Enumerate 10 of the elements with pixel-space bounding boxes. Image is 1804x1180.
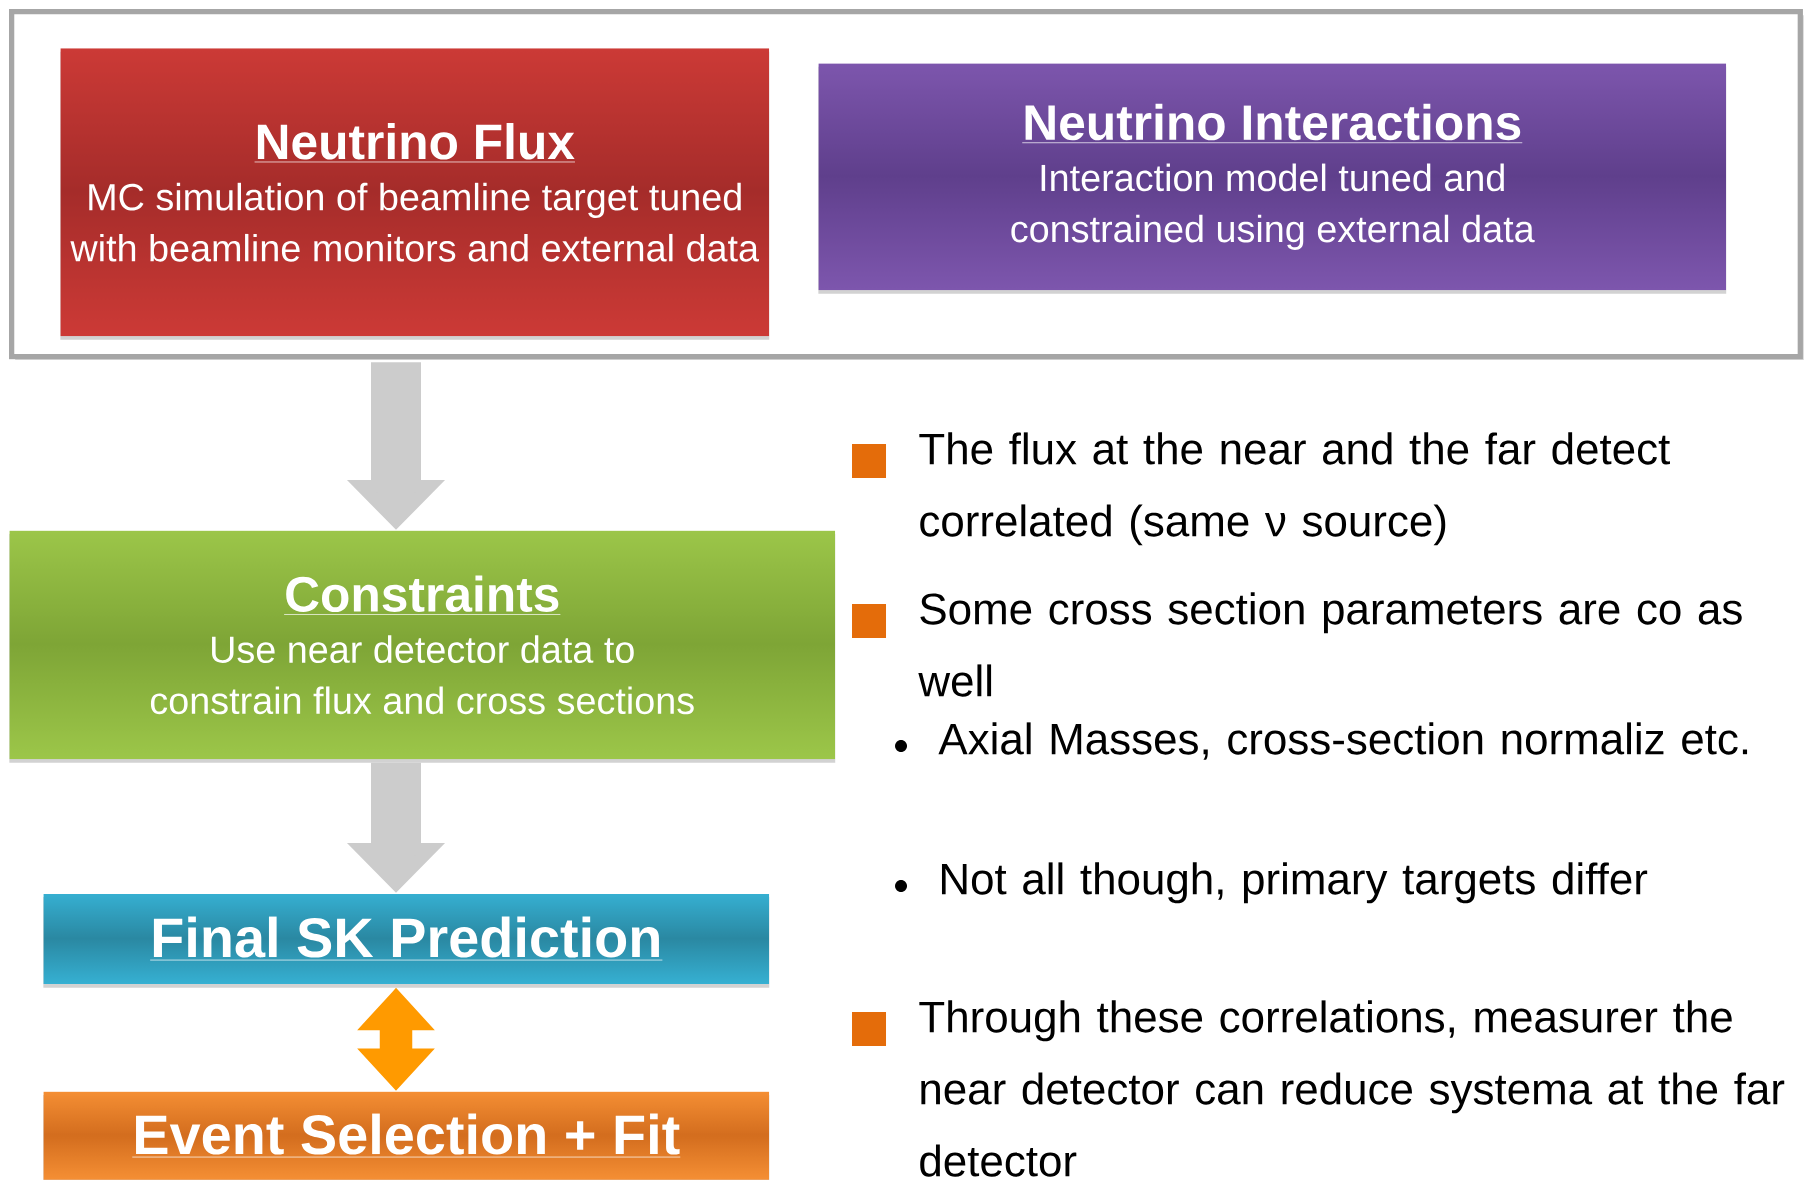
process-box: Event Selection + Fit (43, 1091, 770, 1180)
bullet-text: Axial Masses, cross-section normaliz etc. (938, 722, 1748, 760)
process-box: Neutrino Interactions Interaction model tuned and constrained using external data (818, 63, 1727, 294)
bullet-text: Some cross section parameters are co as well (918, 592, 1742, 697)
bullet-text: Not all though, primary targets differ (942, 862, 1648, 904)
process-box: Final SK Prediction (43, 894, 770, 988)
process-box: Constraints Use near detector data to constrain flux and cross sections (9, 530, 836, 763)
process-box: Neutrino Flux MC simulation of beamline target tuned with beamline monitors and external data (60, 48, 770, 340)
bullet-text: The flux at the near and the far detect correlated (same ν source) (919, 432, 1670, 546)
bullet-text: Through these correlations, measurer the near detector can reduce systema at the far detector (919, 1000, 1785, 1177)
